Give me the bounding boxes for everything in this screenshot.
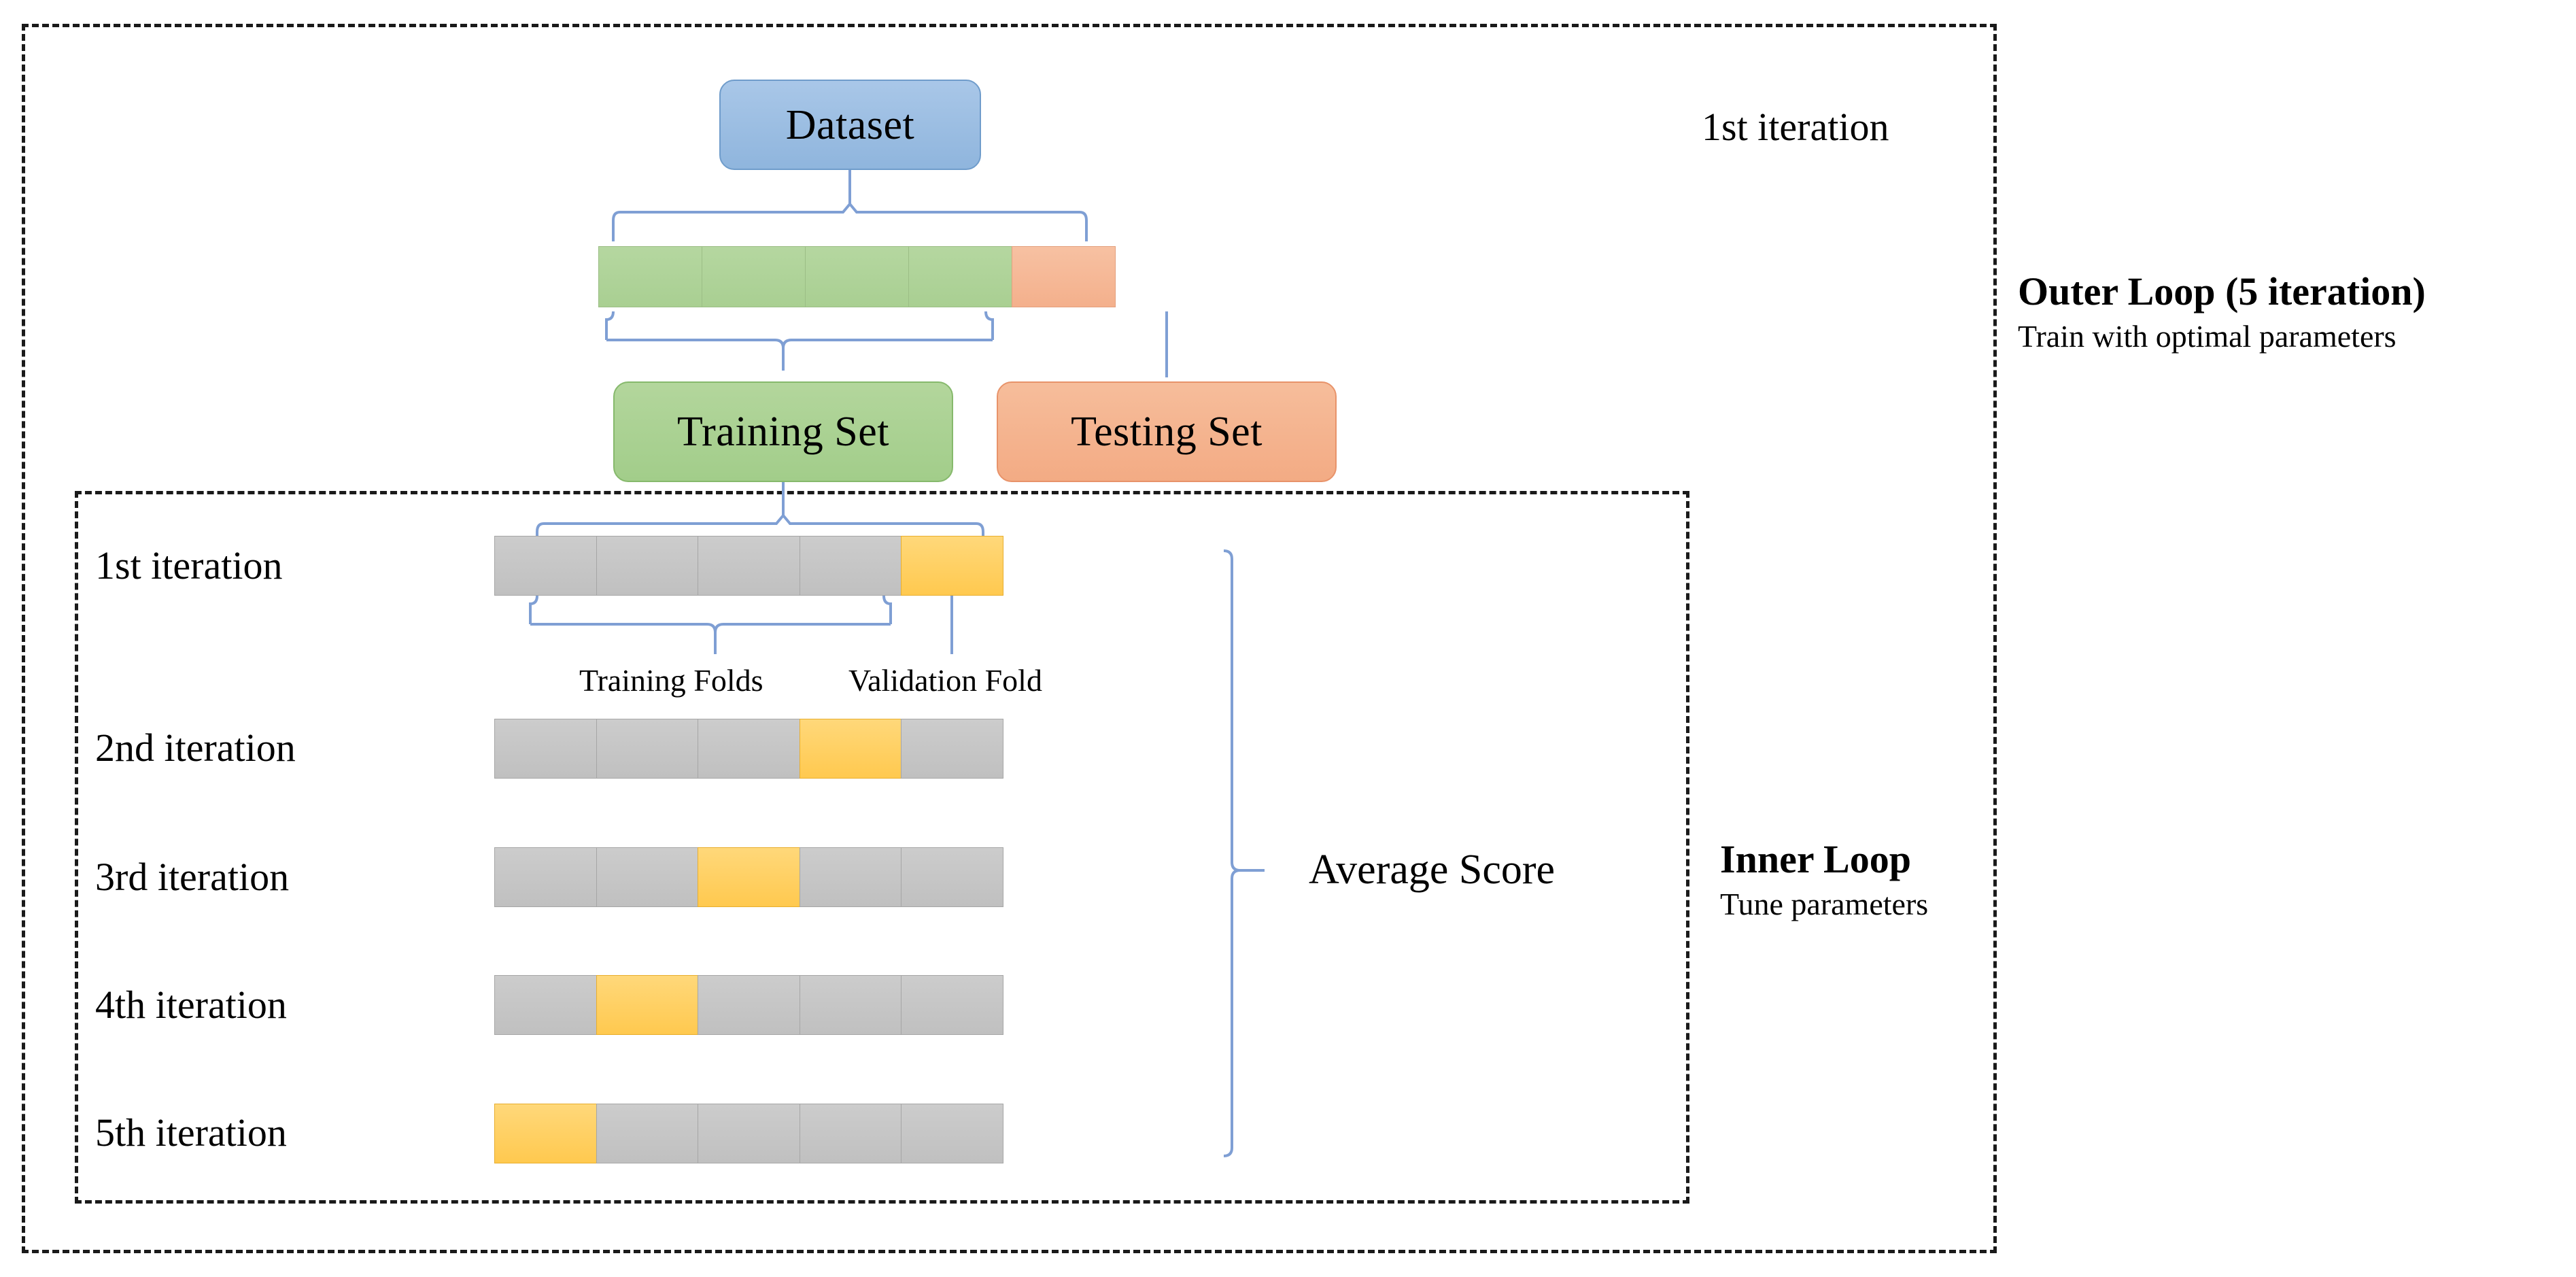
fold-bar-4-segment-4-gray	[799, 975, 902, 1035]
dataset-split-bar	[598, 246, 1116, 307]
dataset-bar-segment-2-green	[702, 246, 806, 307]
fold-bar-1-segment-1-gray	[494, 536, 597, 596]
validation-fold-label: Validation Fold	[848, 663, 1042, 698]
dataset-bar-segment-4-green	[908, 246, 1012, 307]
fold-bar-4-segment-2-yellow	[596, 975, 699, 1035]
iteration-label-3: 3rd iteration	[95, 855, 290, 899]
training-folds-label: Training Folds	[579, 663, 763, 698]
training-set-node: Training Set	[613, 381, 953, 482]
fold-bar-5-segment-4-gray	[799, 1104, 902, 1163]
fold-bar-3-segment-5-gray	[901, 847, 1003, 907]
fold-bar-2-segment-3-gray	[698, 719, 800, 779]
fold-bar-2-segment-5-gray	[901, 719, 1003, 779]
fold-bar-2-segment-4-yellow	[799, 719, 902, 779]
fold-bar-iteration-2	[494, 719, 1003, 779]
fold-bar-1-segment-4-gray	[799, 536, 902, 596]
outer-loop-annotation: Outer Loop (5 iteration) Train with opti…	[2018, 269, 2426, 354]
fold-bar-3-segment-1-gray	[494, 847, 597, 907]
fold-bar-1-segment-2-gray	[596, 536, 699, 596]
inner-loop-annotation: Inner Loop Tune parameters	[1720, 836, 1928, 922]
fold-bar-5-segment-5-gray	[901, 1104, 1003, 1163]
inner-loop-title: Inner Loop	[1720, 837, 1911, 881]
fold-bar-5-segment-1-yellow	[494, 1104, 597, 1163]
dataset-bar-segment-1-green	[598, 246, 702, 307]
iteration-label-4: 4th iteration	[95, 983, 287, 1027]
fold-bar-4-segment-5-gray	[901, 975, 1003, 1035]
outer-loop-subtitle: Train with optimal parameters	[2018, 319, 2397, 354]
fold-bar-1-segment-5-yellow	[901, 536, 1003, 596]
iteration-label-5: 5th iteration	[95, 1110, 287, 1155]
fold-bar-iteration-1	[494, 536, 1003, 596]
iteration-label-2: 2nd iteration	[95, 726, 296, 770]
fold-bar-2-segment-1-gray	[494, 719, 597, 779]
dataset-bar-segment-3-green	[805, 246, 909, 307]
fold-bar-3-segment-2-gray	[596, 847, 699, 907]
fold-bar-2-segment-2-gray	[596, 719, 699, 779]
fold-bar-iteration-4	[494, 975, 1003, 1035]
fold-bar-1-segment-3-gray	[698, 536, 800, 596]
average-score-label: Average Score	[1309, 847, 1556, 893]
outer-loop-title: Outer Loop (5 iteration)	[2018, 269, 2426, 313]
inner-loop-subtitle: Tune parameters	[1720, 887, 1929, 921]
dataset-node: Dataset	[719, 80, 981, 170]
testing-set-node: Testing Set	[997, 381, 1337, 482]
fold-bar-iteration-3	[494, 847, 1003, 907]
fold-bar-4-segment-3-gray	[698, 975, 800, 1035]
fold-bar-3-segment-4-gray	[799, 847, 902, 907]
fold-bar-iteration-5	[494, 1104, 1003, 1163]
fold-bar-5-segment-2-gray	[596, 1104, 699, 1163]
fold-bar-5-segment-3-gray	[698, 1104, 800, 1163]
fold-bar-4-segment-1-gray	[494, 975, 597, 1035]
iteration-label-1: 1st iteration	[95, 543, 283, 588]
inner-loop-frame	[75, 491, 1689, 1204]
fold-bar-3-segment-3-yellow	[698, 847, 800, 907]
dataset-bar-segment-5-orange	[1012, 246, 1116, 307]
outer-loop-iteration-label: 1st iteration	[1702, 105, 1889, 149]
outer-loop-frame	[22, 24, 1997, 1253]
